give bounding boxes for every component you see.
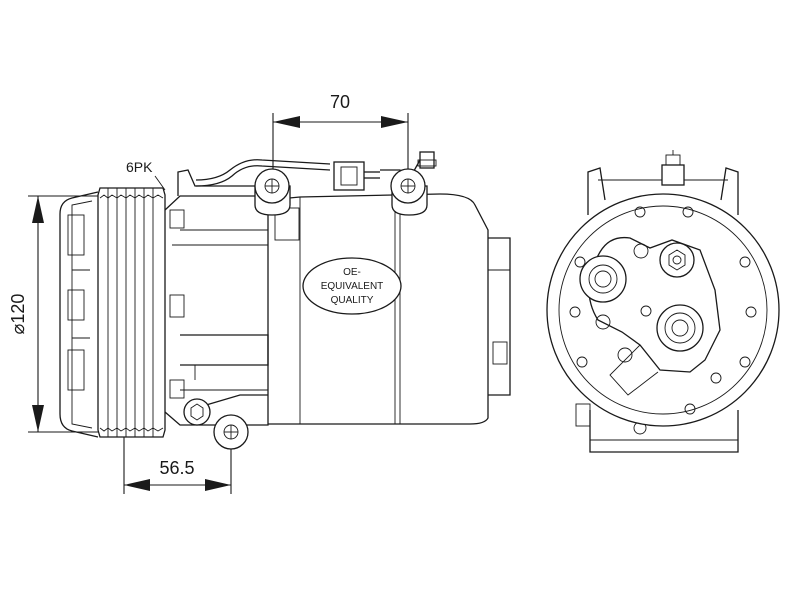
dimension-diameter: ⌀120 xyxy=(8,195,103,433)
front-view xyxy=(546,150,780,453)
belt-type-label: 6PK xyxy=(126,159,153,175)
bolt-holes xyxy=(595,243,722,384)
compressor-body xyxy=(267,193,511,425)
bottom-mount xyxy=(183,394,268,450)
front-housing xyxy=(164,169,269,426)
rim-lugs xyxy=(569,206,757,415)
front-bottom-bracket xyxy=(575,403,739,453)
discharge-port xyxy=(656,304,704,352)
dimension-diameter-label: ⌀120 xyxy=(8,294,28,335)
suction-port xyxy=(579,255,627,303)
oe-quality-badge: OE- EQUIVALENT QUALITY xyxy=(302,257,402,315)
top-mount-right xyxy=(390,168,428,216)
dimension-width: 70 xyxy=(272,92,409,185)
cable-connector xyxy=(195,151,437,191)
dimension-offset-label: 56.5 xyxy=(159,458,194,478)
service-valve xyxy=(659,242,695,278)
front-top-bracket xyxy=(587,150,739,215)
badge-line-3: QUALITY xyxy=(331,295,374,306)
clutch-plate xyxy=(59,191,99,438)
front-housing-circle xyxy=(546,193,780,427)
top-mount-left xyxy=(254,168,291,216)
side-view: 70 ⌀120 56.5 6PK xyxy=(8,92,511,494)
badge-line-1: OE- xyxy=(343,267,361,278)
pulley xyxy=(97,187,166,438)
dimension-offset: 56.5 xyxy=(123,436,232,494)
badge-line-2: EQUIVALENT xyxy=(321,281,384,292)
dimension-width-label: 70 xyxy=(330,92,350,112)
